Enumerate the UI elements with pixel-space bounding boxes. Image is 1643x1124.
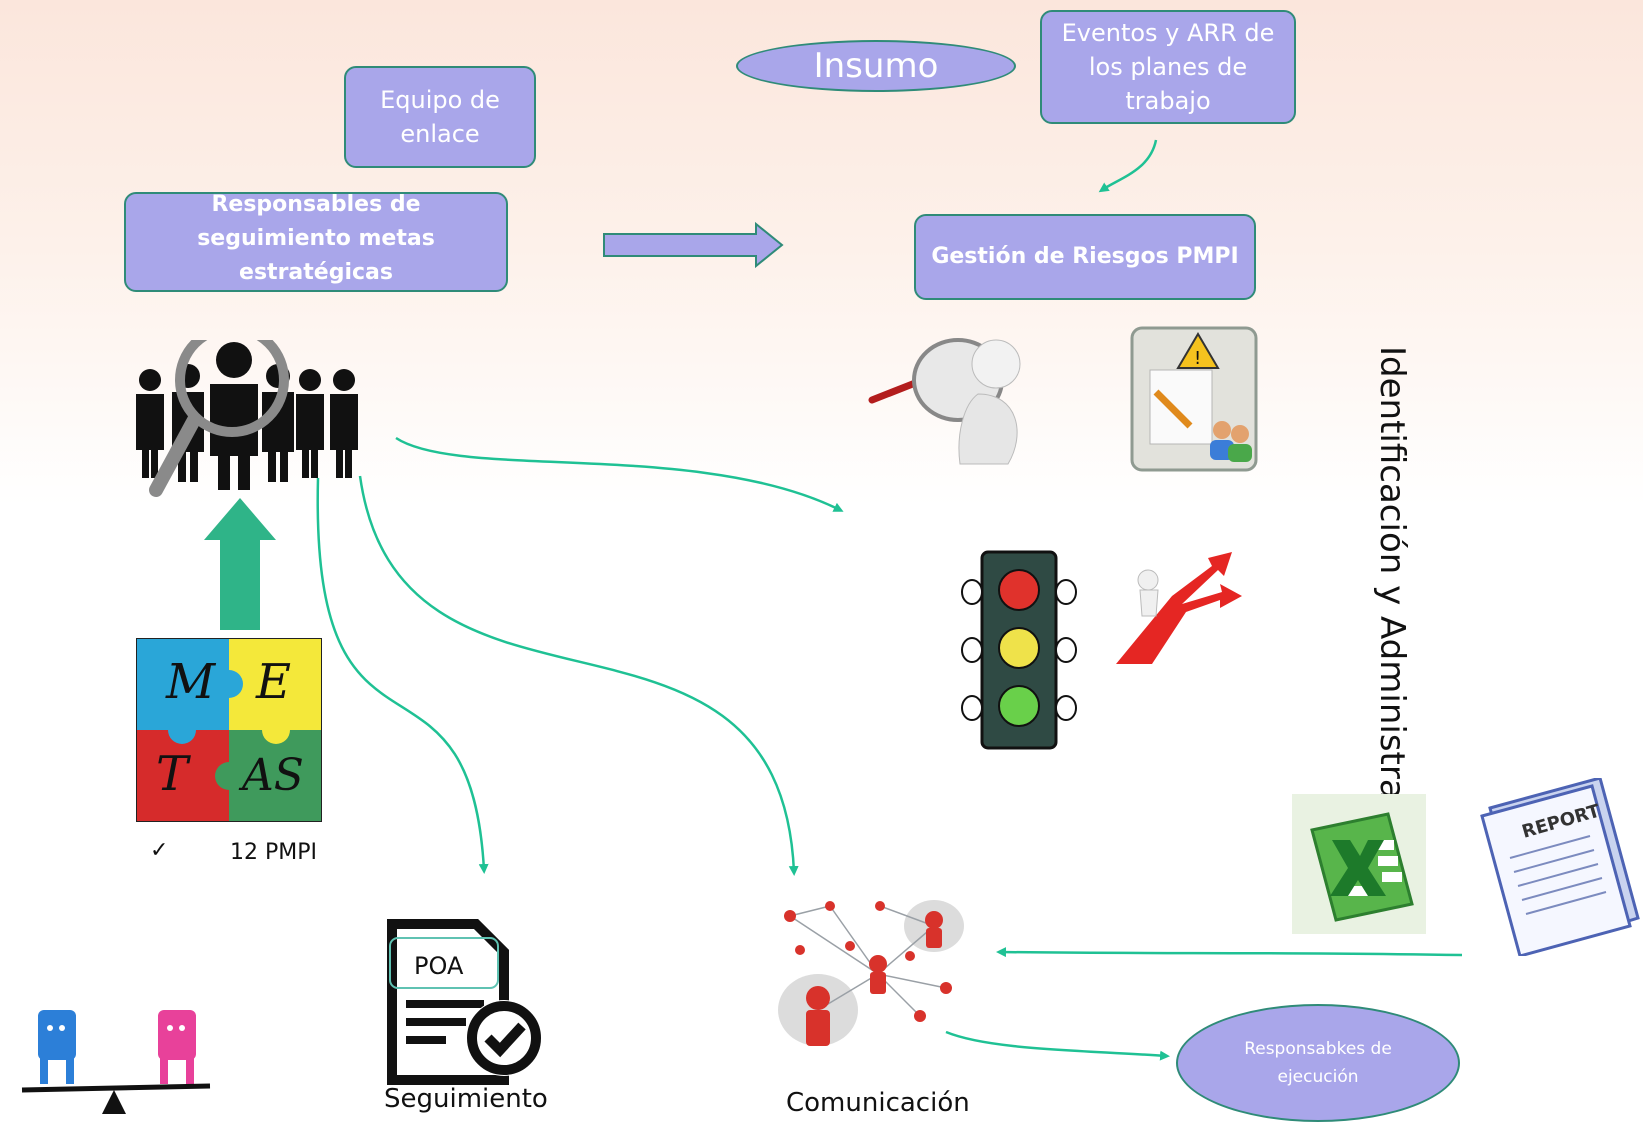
equipo-enlace-box: Equipo de enlace [344, 66, 536, 168]
svg-text:!: ! [1194, 348, 1201, 369]
traffic-light-icon [961, 550, 1077, 750]
metas-letter-e: E [255, 654, 291, 710]
metas-letter-as: AS [238, 750, 304, 801]
excel-icon [1292, 794, 1426, 934]
communication-network-icon [778, 900, 964, 1046]
poa-text: POA [414, 952, 464, 980]
responsables-text: Responsables de seguimiento metas estrat… [197, 192, 435, 285]
people-to-risk-connector [395, 436, 844, 512]
check-mark-icon: ✓ [150, 838, 169, 863]
responsables-ejecucion-text: Responsabkes de ejecución [1244, 1039, 1392, 1087]
comunicacion-label: Comunicación [786, 1088, 970, 1118]
eventos-to-gestion-connector [1098, 139, 1158, 193]
people-to-comunicacion-connector [358, 475, 799, 876]
balance-scale-icon [21, 1010, 211, 1114]
responsables-box: Responsables de seguimiento metas estrat… [124, 192, 508, 292]
gestion-riesgos-box: Gestión de Riesgos PMPI [914, 214, 1256, 300]
insumo-ellipse: Insumo [736, 40, 1016, 92]
eventos-text: Eventos y ARR de los planes de trabajo [1061, 19, 1275, 115]
metas-puzzle-icon: M E T AS [136, 638, 322, 822]
decision-arrows-icon [1116, 552, 1242, 664]
people-magnifier-icon [136, 340, 358, 497]
metas-letter-m: M [165, 654, 217, 710]
insumo-text: Insumo [813, 46, 939, 86]
identificacion-administracion-label: Identificación y Administración [1372, 346, 1412, 871]
main-right-arrow [603, 221, 784, 269]
document-warning-icon: ! [1130, 326, 1258, 472]
responsables-ejecucion-ellipse: Responsabkes de ejecución [1176, 1004, 1460, 1122]
gestion-riesgos-text: Gestión de Riesgos PMPI [931, 244, 1239, 269]
comunicacion-to-ejecucion-connector [945, 1030, 1170, 1061]
poa-document-icon: POA [387, 919, 542, 1085]
people-to-seguimiento-connector [316, 477, 489, 874]
magnifying-figure-icon [868, 338, 1021, 465]
metas-letter-t: T [156, 746, 191, 802]
eventos-box: Eventos y ARR de los planes de trabajo [1040, 10, 1296, 124]
report-to-comunicacion-connector [996, 947, 1463, 958]
report-document-icon: REPORT [1480, 778, 1640, 956]
metas-up-arrow [204, 498, 276, 630]
equipo-enlace-text: Equipo de enlace [380, 86, 500, 148]
pmpi-count-label: 12 PMPI [230, 840, 317, 865]
seguimiento-label: Seguimiento [384, 1084, 548, 1114]
